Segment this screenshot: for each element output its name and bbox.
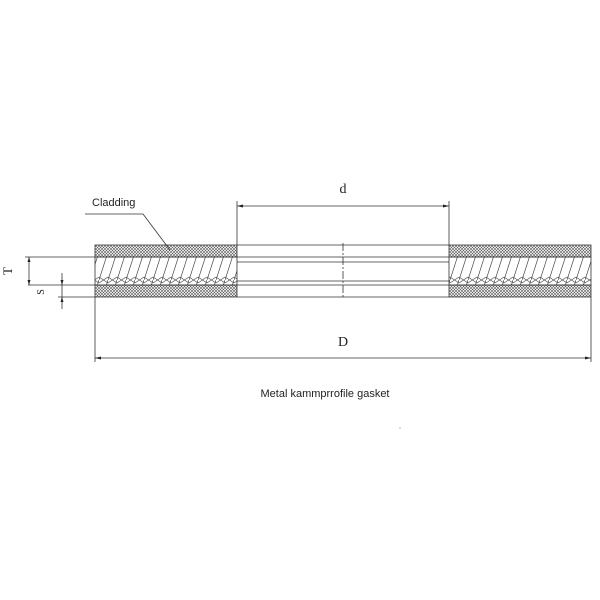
left-bottom-cladding [94,284,238,298]
figure-caption: Metal kammprrofile gasket [260,388,390,400]
D-label: D [338,335,348,350]
left-core [94,256,238,286]
right-core [448,256,592,286]
cladding-label: Cladding [92,197,135,209]
left-top-cladding [94,244,238,258]
right-bottom-cladding [448,284,592,298]
T-label: T [0,267,15,275]
right-top-cladding [448,244,592,258]
S-label: S [36,289,47,295]
d-label: d [340,182,347,197]
